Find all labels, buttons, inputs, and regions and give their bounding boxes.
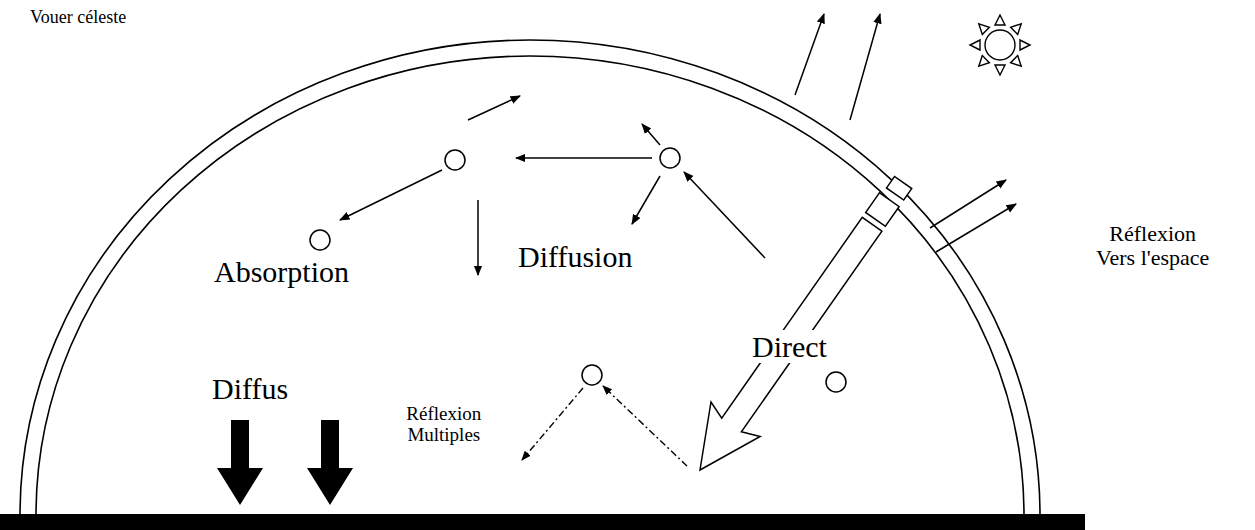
space-reflection-arrows	[795, 14, 1016, 252]
multiple-reflection-label: Réflexion Multiples	[402, 404, 486, 446]
direct-beam	[675, 164, 926, 487]
vault-outer	[20, 40, 1040, 515]
absorption-label: Absorption	[214, 255, 349, 288]
vault-inner	[36, 56, 1024, 515]
diffusion-label: Diffusion	[518, 240, 632, 273]
scattering-arrows	[340, 96, 765, 275]
direct-label: Direct	[748, 330, 831, 363]
particles	[310, 148, 846, 392]
multiple-reflection-arrows	[522, 386, 687, 466]
sun-symbol	[970, 15, 1030, 75]
diffuse-arrows	[217, 420, 353, 505]
ground-bar	[0, 514, 1085, 530]
diffuse-label: Diffus	[212, 372, 288, 405]
vault-title: Vouer céleste	[30, 8, 126, 28]
reflection-space-label: Réflexion Vers l'espace	[1090, 222, 1215, 270]
